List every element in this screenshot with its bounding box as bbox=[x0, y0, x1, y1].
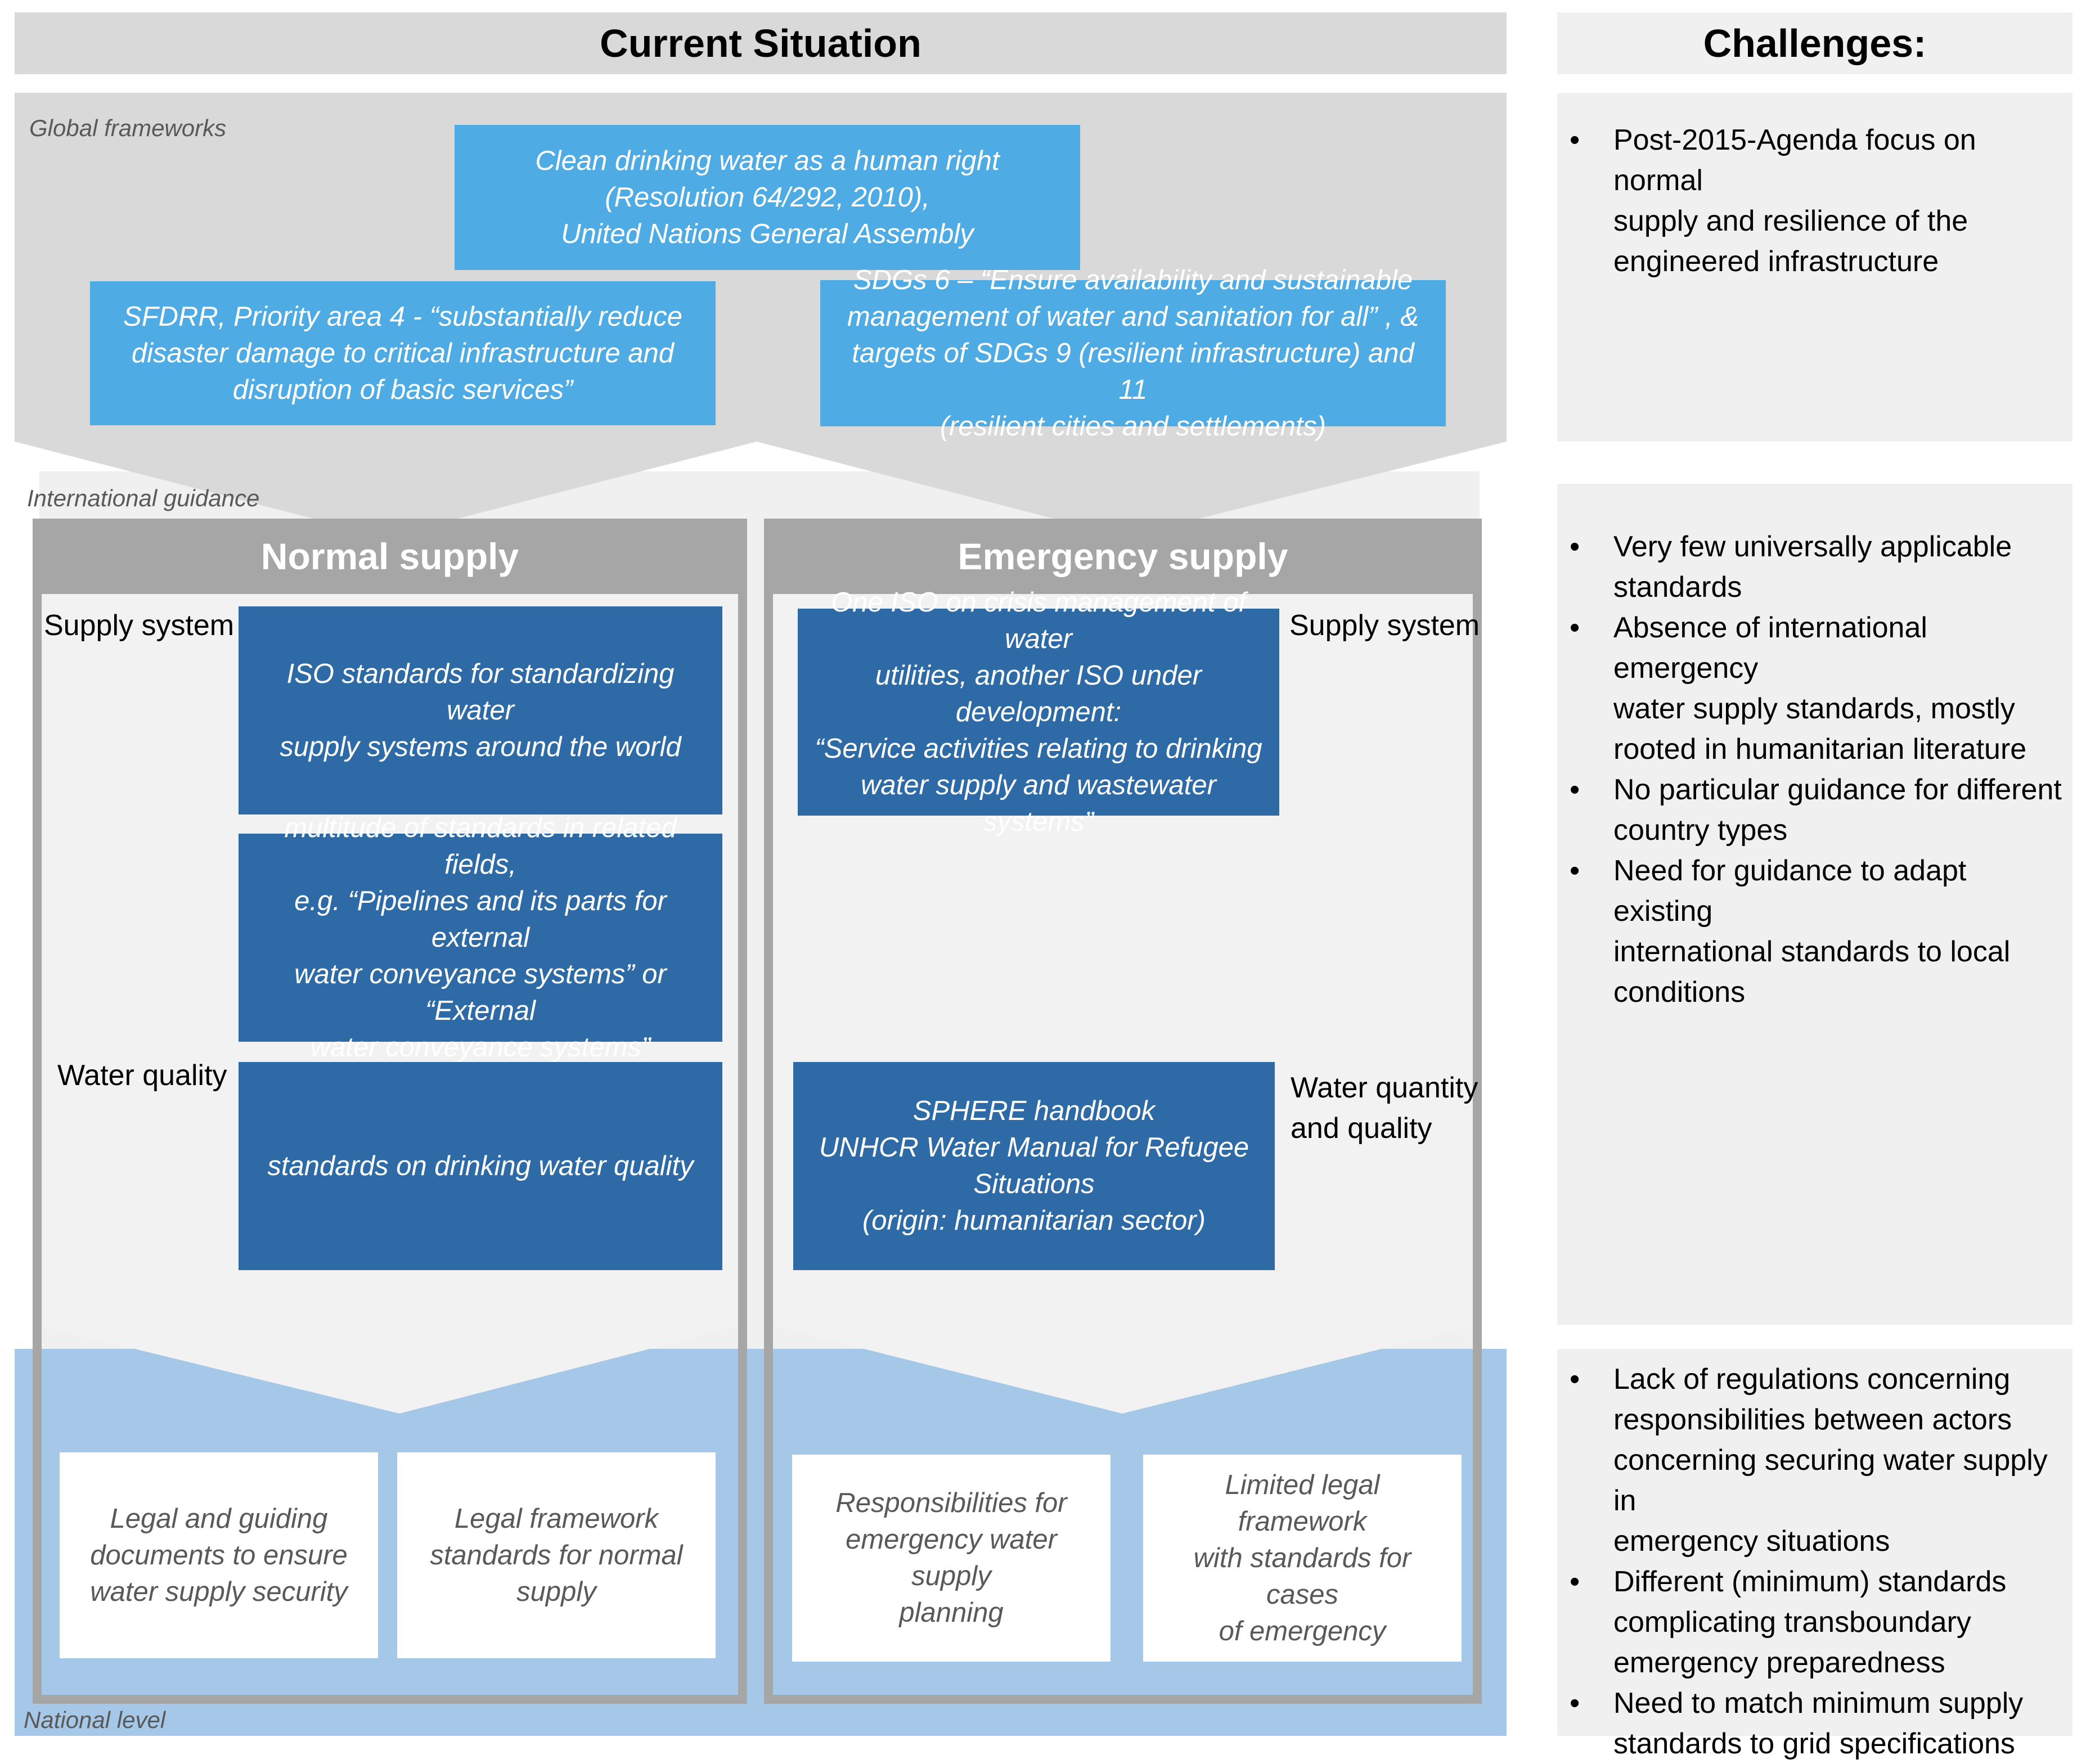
sdgs-line-1: SDGs 6 – “Ensure availability and sustai… bbox=[853, 264, 1413, 295]
normal-multitude-line-3: water conveyance systems” or “External bbox=[294, 958, 667, 1026]
current-situation-header: Current Situation bbox=[15, 12, 1507, 74]
normal-national-2-line-1: Legal framework bbox=[454, 1503, 659, 1534]
normal-quality-line-1: standards on drinking water quality bbox=[267, 1150, 694, 1181]
sfdrr-line-1: SFDRR, Priority area 4 - “substantially … bbox=[123, 301, 682, 332]
normal-national-2-line-2: standards for normal bbox=[430, 1540, 683, 1570]
normal-iso-line-1: ISO standards for standardizing water bbox=[286, 658, 675, 726]
emergency-iso-line-3: “Service activities relating to drinking bbox=[815, 733, 1262, 764]
international-guidance-label: International guidance bbox=[27, 485, 260, 511]
challenge-item: Very few universally applicable standard… bbox=[1557, 526, 2072, 608]
emergency-sphere-line-3: Situations bbox=[973, 1169, 1095, 1199]
normal-national-box-1: Legal and guiding documents to ensure wa… bbox=[60, 1452, 378, 1658]
sdgs-line-3: targets of SDGs 9 (resilient infrastruct… bbox=[852, 338, 1414, 405]
normal-multitude-line-4: water conveyance systems” bbox=[310, 1032, 651, 1063]
emergency-iso-line-4: water supply and wastewater systems” bbox=[861, 770, 1216, 837]
sdgs-box: SDGs 6 – “Ensure availability and sustai… bbox=[820, 265, 1446, 442]
emergency-supply-panel-title-bar bbox=[764, 519, 1482, 594]
emergency-sphere-line-4: (origin: humanitarian sector) bbox=[862, 1205, 1206, 1236]
normal-national-2-line-3: supply bbox=[516, 1576, 596, 1607]
challenge-item: Lack of regulations concerning responsib… bbox=[1557, 1359, 2072, 1562]
sdgs-line-4: (resilient cities and settlements) bbox=[939, 411, 1327, 442]
challenge-item: Absence of international emergency water… bbox=[1557, 608, 2072, 770]
current-situation-title: Current Situation bbox=[600, 21, 921, 65]
normal-iso-standards-box: ISO standards for standardizing water su… bbox=[239, 606, 722, 814]
emergency-national-1-line-3: planning bbox=[899, 1598, 1004, 1628]
emergency-water-qq-label: Water quantity and quality bbox=[1291, 1068, 1478, 1149]
normal-iso-line-2: supply systems around the world bbox=[280, 731, 681, 762]
normal-multitude-standards-box: multitude of standards in related fields… bbox=[239, 813, 722, 1063]
emergency-sphere-line-1: SPHERE handbook bbox=[912, 1096, 1156, 1126]
normal-national-1-line-1: Legal and guiding bbox=[110, 1503, 328, 1534]
emergency-sphere-box: SPHERE handbook UNHCR Water Manual for R… bbox=[793, 1062, 1275, 1270]
normal-national-1-line-3: water supply security bbox=[90, 1576, 348, 1607]
normal-water-quality-label: Water quality bbox=[57, 1059, 227, 1092]
normal-national-1-line-2: documents to ensure bbox=[90, 1540, 348, 1570]
human-right-line-2: (Resolution 64/292, 2010), bbox=[605, 182, 930, 213]
human-right-box: Clean drinking water as a human right (R… bbox=[455, 125, 1080, 270]
emergency-national-1-line-2: emergency water supply bbox=[846, 1524, 1057, 1591]
normal-supply-panel-title-bar bbox=[33, 519, 747, 594]
sfdrr-box: SFDRR, Priority area 4 - “substantially … bbox=[90, 281, 716, 425]
emergency-iso-line-2: utilities, another ISO under development… bbox=[875, 660, 1202, 727]
emergency-iso-box: One ISO on crisis management of water ut… bbox=[798, 587, 1279, 837]
emergency-national-2-line-2: with standards for cases bbox=[1193, 1542, 1411, 1610]
normal-national-box-2: Legal framework standards for normal sup… bbox=[397, 1452, 716, 1658]
emergency-iso-line-1: One ISO on crisis management of water bbox=[830, 587, 1247, 654]
challenge-item: No particular guidance for different cou… bbox=[1557, 770, 2072, 850]
emergency-sphere-line-2: UNHCR Water Manual for Refugee bbox=[819, 1132, 1249, 1163]
emergency-national-1-line-1: Responsibilities for bbox=[835, 1488, 1067, 1518]
sfdrr-line-2: disaster damage to critical infrastructu… bbox=[131, 338, 675, 368]
emergency-national-box-2: Limited legal framework with standards f… bbox=[1143, 1455, 1462, 1662]
normal-supply-title: Normal supply bbox=[260, 536, 519, 577]
human-right-line-1: Clean drinking water as a human right bbox=[535, 145, 1000, 176]
emergency-supply-system-label: Supply system bbox=[1289, 609, 1480, 642]
challenges-global-panel: Post-2015-Agenda focus on normal supply … bbox=[1557, 93, 2072, 442]
challenges-header: Challenges: bbox=[1557, 12, 2072, 74]
challenges-international-panel: Very few universally applicable standard… bbox=[1557, 484, 2072, 1325]
challenge-item: Need for guidance to adapt existing inte… bbox=[1557, 850, 2072, 1012]
normal-multitude-line-1: multitude of standards in related fields… bbox=[284, 812, 677, 880]
challenge-item: Need to match minimum supply standards t… bbox=[1557, 1683, 2072, 1764]
emergency-national-box-1: Responsibilities for emergency water sup… bbox=[792, 1455, 1111, 1662]
emergency-national-2-line-3: of emergency bbox=[1219, 1616, 1386, 1646]
challenges-title: Challenges: bbox=[1703, 21, 1927, 65]
challenge-item: Post-2015-Agenda focus on normal supply … bbox=[1557, 120, 2072, 282]
human-right-line-3: United Nations General Assembly bbox=[561, 218, 974, 249]
normal-multitude-line-2: e.g. “Pipelines and its parts for extern… bbox=[294, 885, 667, 953]
challenges-international-list: Very few universally applicable standard… bbox=[1557, 526, 2072, 1012]
emergency-supply-title: Emergency supply bbox=[957, 536, 1288, 577]
emergency-supply-panel-outline bbox=[764, 519, 1482, 1704]
global-frameworks-label: Global frameworks bbox=[29, 115, 227, 141]
challenge-item: Different (minimum) standards complicati… bbox=[1557, 1562, 2072, 1683]
sdgs-line-2: management of water and sanitation for a… bbox=[847, 301, 1419, 332]
normal-water-quality-box: standards on drinking water quality bbox=[239, 1062, 722, 1270]
normal-supply-panel-outline bbox=[33, 519, 747, 1704]
challenges-national-panel: Lack of regulations concerning responsib… bbox=[1557, 1349, 2072, 1760]
national-level-label: National level bbox=[24, 1707, 166, 1733]
normal-supply-system-label: Supply system bbox=[44, 609, 235, 642]
challenges-national-list: Lack of regulations concerning responsib… bbox=[1557, 1359, 2072, 1764]
challenges-global-list: Post-2015-Agenda focus on normal supply … bbox=[1557, 120, 2072, 282]
emergency-water-qq-line-1: Water quantity bbox=[1291, 1072, 1478, 1104]
emergency-national-2-line-1: Limited legal framework bbox=[1225, 1469, 1380, 1537]
sfdrr-line-3: disruption of basic services” bbox=[232, 374, 573, 405]
emergency-water-qq-line-2: and quality bbox=[1291, 1112, 1432, 1145]
